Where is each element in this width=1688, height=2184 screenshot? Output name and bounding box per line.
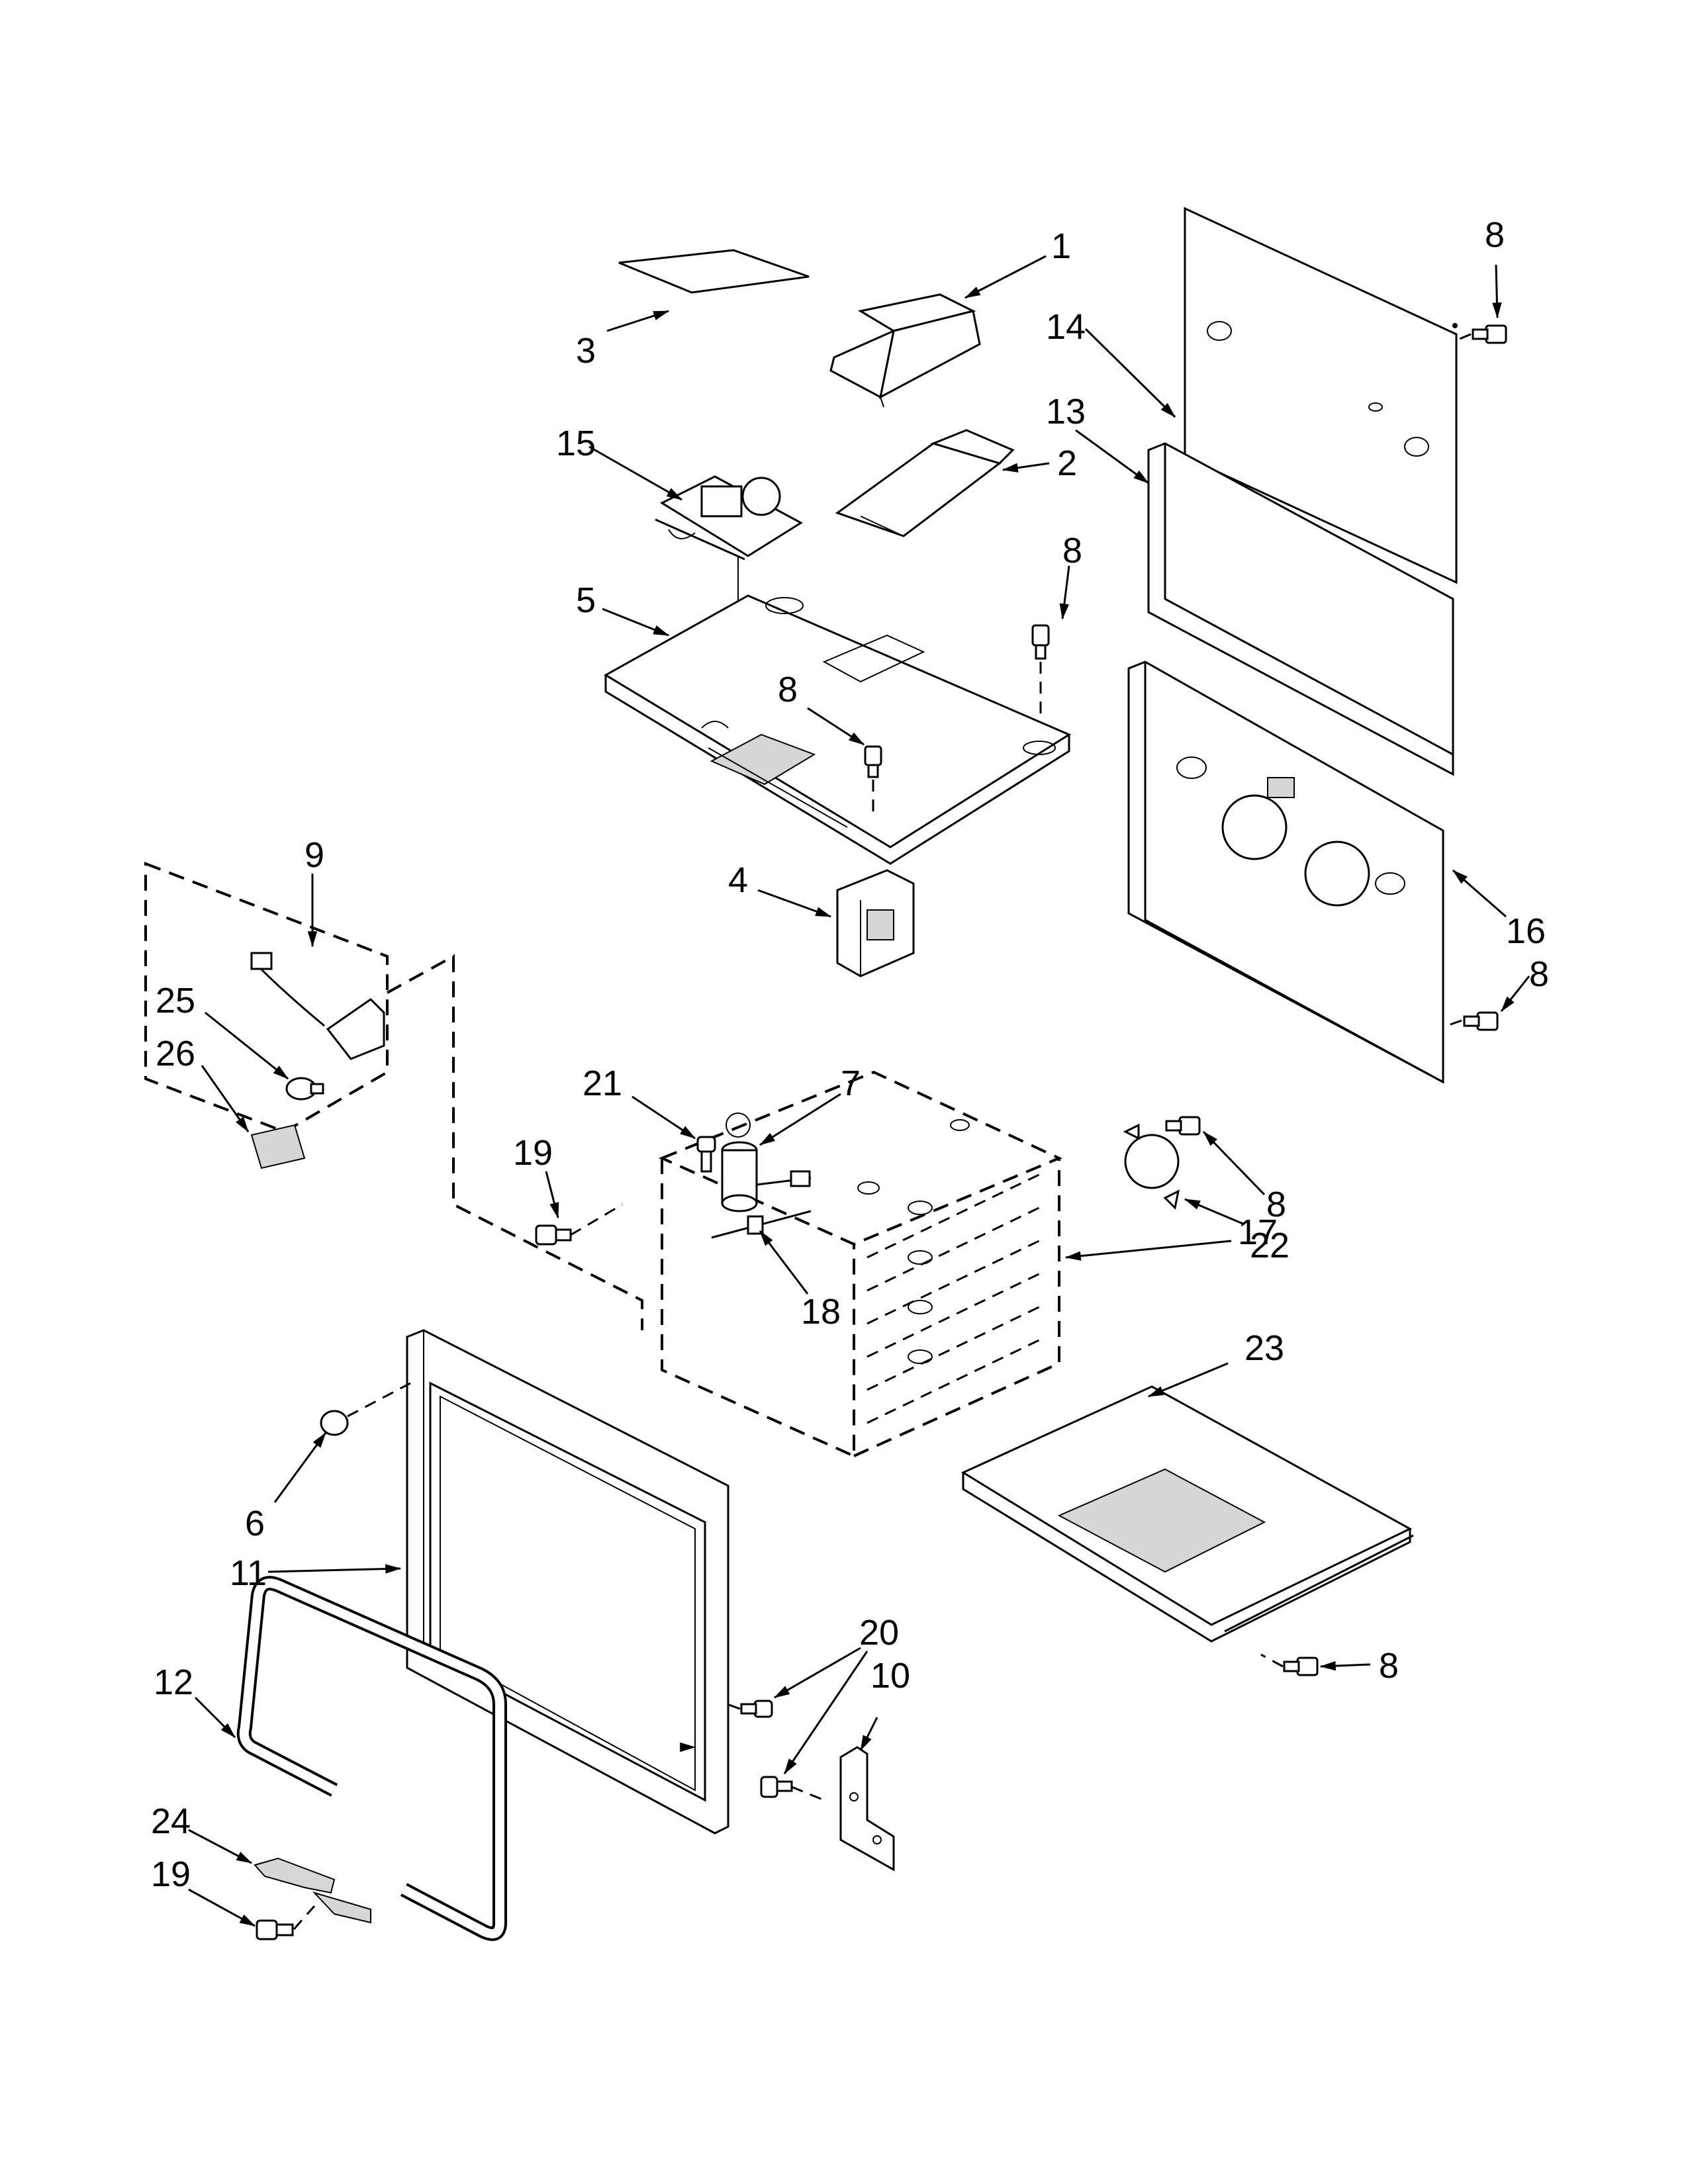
screw-20-lower [760,1776,825,1801]
callout-11: 11 [230,1553,267,1593]
callout-8-bottom-panel: 8 [1379,1646,1399,1686]
part-6-bumper [320,1382,411,1436]
part-3-cover-sheet [618,249,810,294]
part-4-bracket [836,869,915,978]
part-21-screw [696,1136,716,1173]
part-5-top-frame [604,594,1072,865]
part-2-duct-tray [835,429,1015,537]
screw-8-back-panel [1459,324,1507,344]
part-26-lens [250,1124,306,1169]
screw-19-upper [535,1203,623,1246]
callout-16: 16 [1506,911,1546,951]
callout-6: 6 [245,1504,265,1543]
callout-9: 9 [305,835,324,875]
part-12-door-gasket [236,1576,507,1941]
callout-24: 24 [151,1801,191,1841]
callout-8-rear-shield: 8 [1529,954,1549,994]
callout-5: 5 [576,580,596,620]
callout-8-back-panel: 8 [1485,215,1505,255]
part-22-gasket [1123,1123,1180,1210]
callout-2: 2 [1057,443,1077,483]
screw-8-rear-shield [1446,1011,1499,1031]
part-10-hinge-bracket [839,1746,895,1872]
callout-17: 17 [1238,1212,1278,1252]
callout-12: 12 [154,1662,193,1702]
callout-15: 15 [556,424,596,463]
screw-19-lower [256,1905,316,1940]
callout-8-gasket: 8 [1266,1185,1286,1224]
screw-8-gasket [1165,1116,1201,1136]
part-11-door-frame [406,1329,729,1835]
callout-10: 10 [870,1656,910,1696]
callout-3: 3 [576,331,596,371]
part-14-back-panel [1184,206,1458,584]
callout-22: 22 [1250,1226,1289,1265]
screw-8-frame-center [864,745,882,814]
screw-20-upper [721,1700,773,1718]
callout-labels: 1 3 8 14 13 15 2 8 5 8 9 4 16 8 25 26 7 … [151,215,1549,1894]
callout-20: 20 [859,1613,899,1653]
part-25-bulb [285,1077,324,1101]
callout-8-frame-right: 8 [1062,531,1082,570]
part-7-sensor [721,1141,812,1212]
callout-1: 1 [1051,226,1071,266]
leader-arrows [188,255,1530,1927]
callout-26: 26 [156,1034,195,1073]
callout-4: 4 [728,860,748,900]
callout-14: 14 [1046,307,1086,347]
callout-19-lower: 19 [151,1854,191,1894]
screw-8-bottom-panel [1260,1653,1319,1676]
part-16-rear-shield [1127,660,1444,1084]
callout-8-frame-center: 8 [778,670,798,709]
callout-18: 18 [801,1292,841,1332]
callout-13: 13 [1046,392,1086,432]
callout-19-upper: 19 [513,1133,553,1173]
part-9-light-assembly-group [144,862,643,1330]
part-23-bottom-panel [961,1385,1414,1643]
part-17-oven-cavity [658,1070,1062,1459]
screw-8-frame-right [1031,624,1050,721]
callout-23: 23 [1244,1328,1284,1368]
callout-7: 7 [841,1064,861,1103]
part-18-probe [711,1210,812,1239]
part-1-duct-cover [829,293,981,408]
part-24-strip [254,1857,371,1924]
part-15-fan-motor [655,475,803,768]
callout-25: 25 [156,981,195,1021]
callout-21: 21 [583,1064,622,1103]
